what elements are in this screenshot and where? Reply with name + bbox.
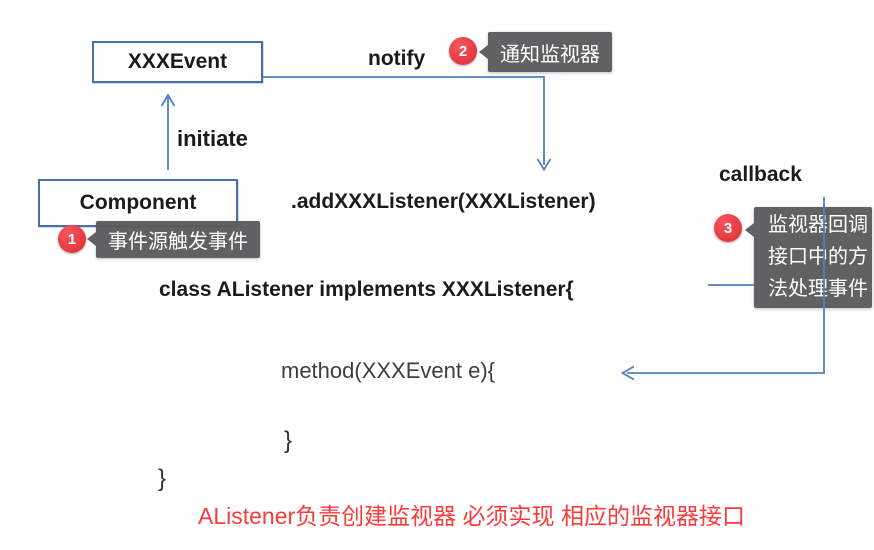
tooltip-pointer-icon bbox=[87, 232, 96, 246]
callout-tooltip-3: 监视器回调接口中的方法处理事件 bbox=[745, 207, 872, 308]
tooltip-3-text: 监视器回调接口中的方法处理事件 bbox=[768, 214, 868, 300]
tooltip-pointer-icon bbox=[745, 223, 754, 237]
outer-closing-brace: } bbox=[158, 465, 167, 492]
initiate-arrow bbox=[160, 93, 176, 170]
tooltip-1-text: 事件源触发事件 bbox=[108, 231, 248, 253]
xxxevent-label: XXXEvent bbox=[127, 50, 228, 73]
callout-badge-2: 2 bbox=[449, 37, 477, 65]
summary-note: AListener负责创建监视器 必须实现 相应的监视器接口 bbox=[198, 503, 745, 529]
callout-badge-3: 3 bbox=[714, 214, 742, 242]
callout-tooltip-2: 通知监视器 bbox=[479, 32, 612, 72]
inner-closing-brace: } bbox=[284, 427, 293, 454]
badge-1-number: 1 bbox=[67, 230, 77, 248]
badge-2-number: 2 bbox=[458, 42, 468, 60]
callout-tooltip-1: 事件源触发事件 bbox=[87, 221, 260, 258]
component-node: Component bbox=[38, 179, 238, 227]
class-declaration-line: class AListener implements XXXListener{ bbox=[159, 278, 574, 301]
callout-badge-1: 1 bbox=[58, 225, 86, 253]
xxxevent-node: XXXEvent bbox=[92, 41, 263, 83]
notify-label: notify bbox=[368, 47, 426, 70]
add-listener-label: .addXXXListener(XXXListener) bbox=[291, 190, 596, 213]
initiate-label: initiate bbox=[177, 126, 248, 151]
callback-label: callback bbox=[719, 163, 802, 186]
badge-3-number: 3 bbox=[723, 219, 733, 237]
notify-connector-arrow bbox=[263, 76, 552, 172]
method-declaration-line: method(XXXEvent e){ bbox=[281, 358, 496, 383]
tooltip-2-text: 通知监视器 bbox=[500, 43, 600, 66]
component-label: Component bbox=[79, 191, 197, 214]
tooltip-pointer-icon bbox=[479, 45, 488, 59]
